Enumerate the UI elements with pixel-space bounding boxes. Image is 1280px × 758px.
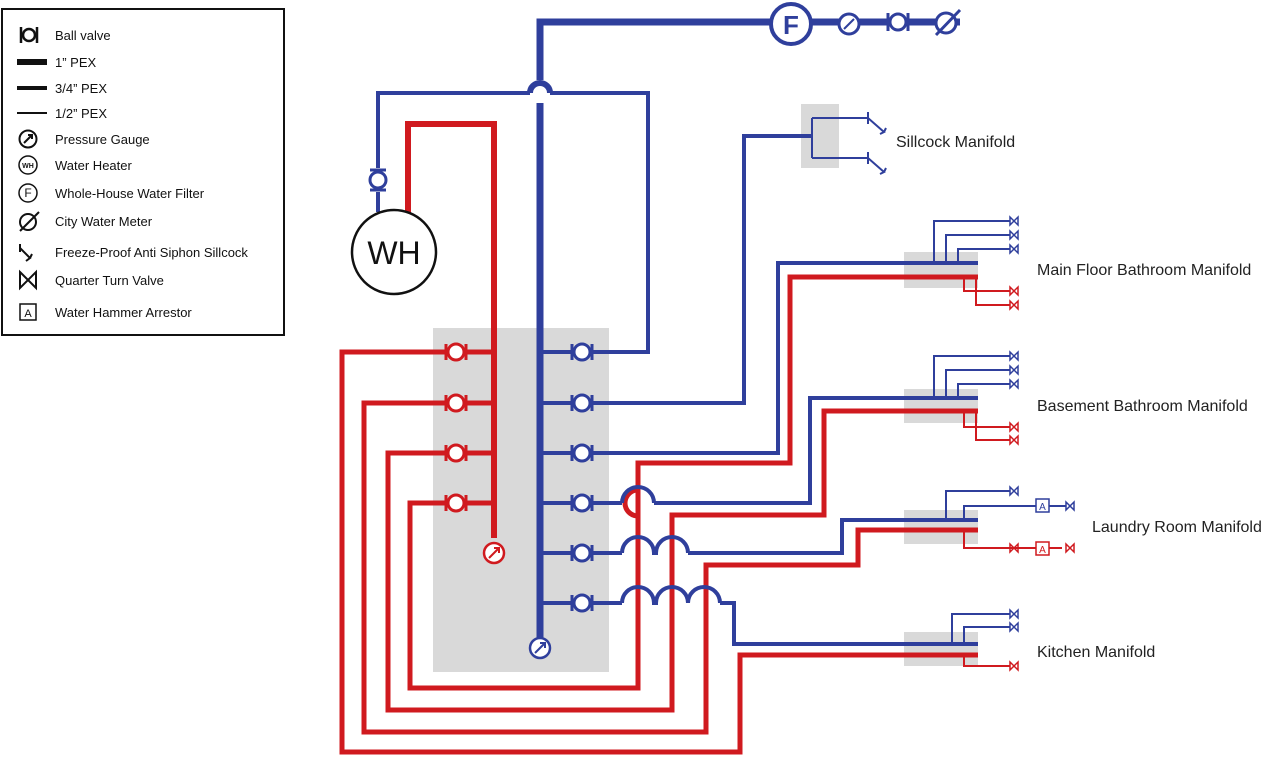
legend-row-pressure-gauge: Pressure Gauge: [17, 128, 150, 150]
hot-crossovers: [622, 487, 639, 519]
hot-pressure-gauge-icon: [482, 541, 506, 565]
city-water-meter-icon: [934, 8, 962, 37]
ball-valve-icon: [17, 24, 49, 46]
hot-lines: [339, 121, 1062, 755]
cold-pressure-gauge-icon: [528, 636, 552, 660]
cold-lines: [376, 18, 1066, 646]
svg-text:A: A: [24, 308, 32, 320]
water-heater-icon: WH: [17, 154, 49, 176]
legend-row-pex-3-4in: 3/4” PEX: [17, 77, 107, 99]
pressure-gauge-icon: [17, 128, 49, 150]
pex-3-4in-line-icon: [17, 77, 49, 99]
hot-ball-valves: [444, 342, 468, 513]
water-filter-badge: F: [24, 186, 31, 200]
main-floor-manifold-panel: [904, 252, 978, 288]
basement-manifold-panel: [904, 389, 978, 423]
legend-row-ball-valve: Ball valve: [17, 24, 111, 46]
laundry-manifold-label: Laundry Room Manifold: [1092, 519, 1262, 536]
legend: Ball valve 1” PEX 3/4” PEX 1/2” PEX Pres…: [1, 8, 285, 336]
legend-row-water-heater: WH Water Heater: [17, 154, 132, 176]
legend-row-pex-1in: 1” PEX: [17, 51, 96, 73]
svg-text:A: A: [1039, 545, 1046, 556]
sillcock-icon: [17, 241, 49, 263]
legend-row-water-meter: City Water Meter: [17, 210, 152, 232]
kitchen-manifold-label: Kitchen Manifold: [1037, 644, 1156, 661]
legend-row-quarter-turn-valve: Quarter Turn Valve: [17, 269, 164, 291]
water-heater-badge: WH: [22, 163, 34, 170]
laundry-manifold-panel: [904, 510, 978, 544]
water-hammer-arrestor-red-icon: A: [1035, 541, 1050, 556]
water-meter-icon: [17, 210, 49, 232]
main-floor-manifold-label: Main Floor Bathroom Manifold: [1037, 262, 1252, 279]
pex-1in-line-icon: [17, 51, 49, 73]
legend-row-sillcock: Freeze-Proof Anti Siphon Sillcock: [17, 241, 248, 263]
water-hammer-arrestor-icon: A: [17, 301, 49, 323]
sillcock-icons: [867, 112, 887, 175]
legend-row-pex-1-2in: 1/2” PEX: [17, 102, 107, 124]
legend-row-water-hammer-arrestor: A Water Hammer Arrestor: [17, 301, 192, 323]
basement-manifold-label: Basement Bathroom Manifold: [1037, 398, 1248, 415]
supply-pressure-gauge-icon: [837, 12, 861, 36]
supply-ball-valve-icon: [886, 12, 910, 32]
pex-1-2in-line-icon: [17, 102, 49, 124]
water-hammer-arrestor-blue-icon: A: [1035, 498, 1050, 513]
water-heater-icon: WH: [350, 208, 438, 296]
quarter-turn-valve-icons: [1009, 216, 1075, 671]
kitchen-manifold-panel: [904, 632, 978, 666]
legend-row-water-filter: F Whole-House Water Filter: [17, 182, 204, 204]
sillcock-manifold-label: Sillcock Manifold: [896, 134, 1016, 151]
water-filter-icon: F: [17, 182, 49, 204]
quarter-turn-valve-icon: [17, 269, 49, 291]
cold-hops: [620, 485, 722, 605]
svg-text:A: A: [1039, 502, 1046, 513]
cold-ball-valves: [368, 168, 594, 613]
water-heater-label: WH: [367, 235, 420, 271]
filter-label: F: [783, 10, 799, 40]
water-filter-icon: F: [769, 2, 813, 46]
